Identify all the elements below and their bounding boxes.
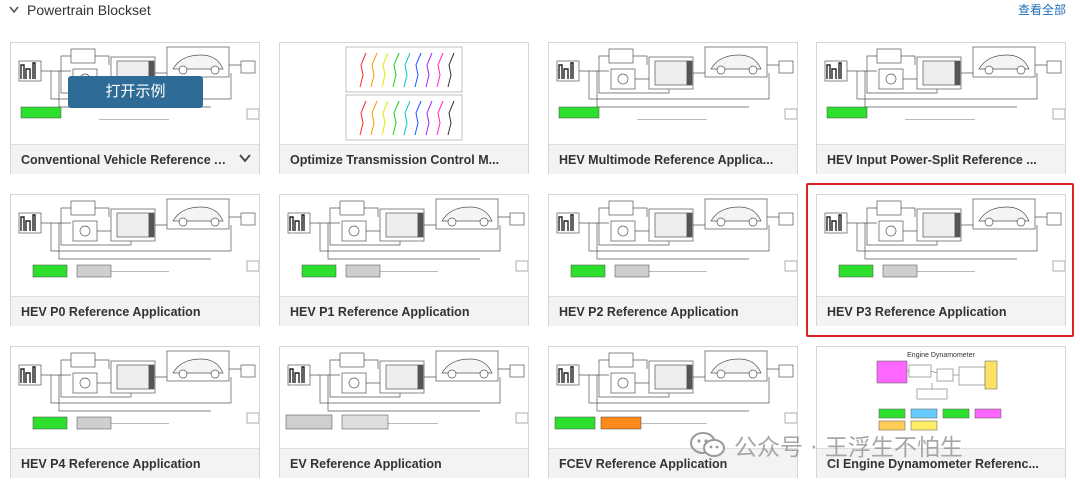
example-title[interactable]: Optimize Transmission Control M... [280, 144, 528, 174]
dyno-diagram: Engine Dynamometer [876, 352, 1002, 431]
model-diagram [285, 350, 528, 430]
example-card[interactable]: HEV P2 Reference Application [548, 194, 798, 326]
example-thumbnail[interactable] [11, 195, 259, 296]
example-thumbnail[interactable] [549, 347, 797, 448]
model-diagram [556, 46, 797, 120]
section-title: Powertrain Blockset [27, 2, 151, 18]
model-diagram [554, 350, 797, 430]
example-thumbnail[interactable] [280, 347, 528, 448]
example-thumbnail[interactable] [11, 347, 259, 448]
example-thumbnail[interactable] [549, 43, 797, 144]
model-diagram [287, 198, 528, 278]
open-example-button[interactable]: 打开示例 [68, 76, 203, 108]
selection-highlight [806, 183, 1074, 337]
example-title[interactable]: CI Engine Dynamometer Referenc... [817, 448, 1065, 478]
example-card[interactable]: FCEV Reference Application [548, 346, 798, 478]
section-header: Powertrain Blockset 查看全部 [0, 0, 1080, 24]
example-card[interactable]: HEV P4 Reference Application [10, 346, 260, 478]
model-diagram [824, 198, 1065, 278]
example-title[interactable]: HEV Multimode Reference Applica... [549, 144, 797, 174]
view-all-link[interactable]: 查看全部 [1017, 3, 1066, 17]
example-title[interactable]: Conventional Vehicle Reference A... [11, 144, 259, 174]
example-card[interactable]: HEV Multimode Reference Applica... [548, 42, 798, 174]
example-title[interactable]: HEV P2 Reference Application [549, 296, 797, 326]
model-diagram [18, 350, 259, 430]
example-thumbnail[interactable] [817, 195, 1065, 296]
example-title[interactable]: HEV Input Power-Split Reference ... [817, 144, 1065, 174]
example-title[interactable]: HEV P0 Reference Application [11, 296, 259, 326]
svg-text:Engine Dynamometer: Engine Dynamometer [907, 352, 975, 359]
chevron-down-icon[interactable] [8, 3, 20, 17]
example-title[interactable]: HEV P3 Reference Application [817, 296, 1065, 326]
example-title[interactable]: HEV P1 Reference Application [280, 296, 528, 326]
example-title[interactable]: HEV P4 Reference Application [11, 448, 259, 478]
example-card[interactable]: HEV Input Power-Split Reference ... [816, 42, 1066, 174]
example-card[interactable]: Conventional Vehicle Reference A... 打开示例 [10, 42, 260, 174]
example-thumbnail[interactable] [549, 195, 797, 296]
example-thumbnail[interactable] [280, 43, 528, 144]
example-card[interactable]: Engine Dynamometer CI Engine Dynamometer … [816, 346, 1066, 478]
shift-schedule-plots [345, 46, 463, 141]
watermark: 公众号 · 王浮生不怕生 [688, 428, 963, 468]
example-card[interactable]: Optimize Transmission Control M... [279, 42, 529, 174]
watermark-text: 公众号 · 王浮生不怕生 [734, 435, 963, 461]
chevron-down-icon[interactable] [239, 153, 251, 163]
example-thumbnail[interactable]: Engine Dynamometer [817, 347, 1065, 448]
example-title[interactable]: EV Reference Application [280, 448, 528, 478]
example-thumbnail[interactable] [280, 195, 528, 296]
model-diagram [824, 46, 1065, 120]
example-thumbnail[interactable] [817, 43, 1065, 144]
example-title[interactable]: FCEV Reference Application [549, 448, 797, 478]
wechat-icon [690, 432, 725, 457]
example-card[interactable]: HEV P0 Reference Application [10, 194, 260, 326]
model-diagram [18, 198, 259, 278]
example-card[interactable]: EV Reference Application [279, 346, 529, 478]
example-card[interactable]: HEV P3 Reference Application [816, 194, 1066, 326]
example-card[interactable]: HEV P1 Reference Application [279, 194, 529, 326]
model-diagram [556, 198, 797, 278]
